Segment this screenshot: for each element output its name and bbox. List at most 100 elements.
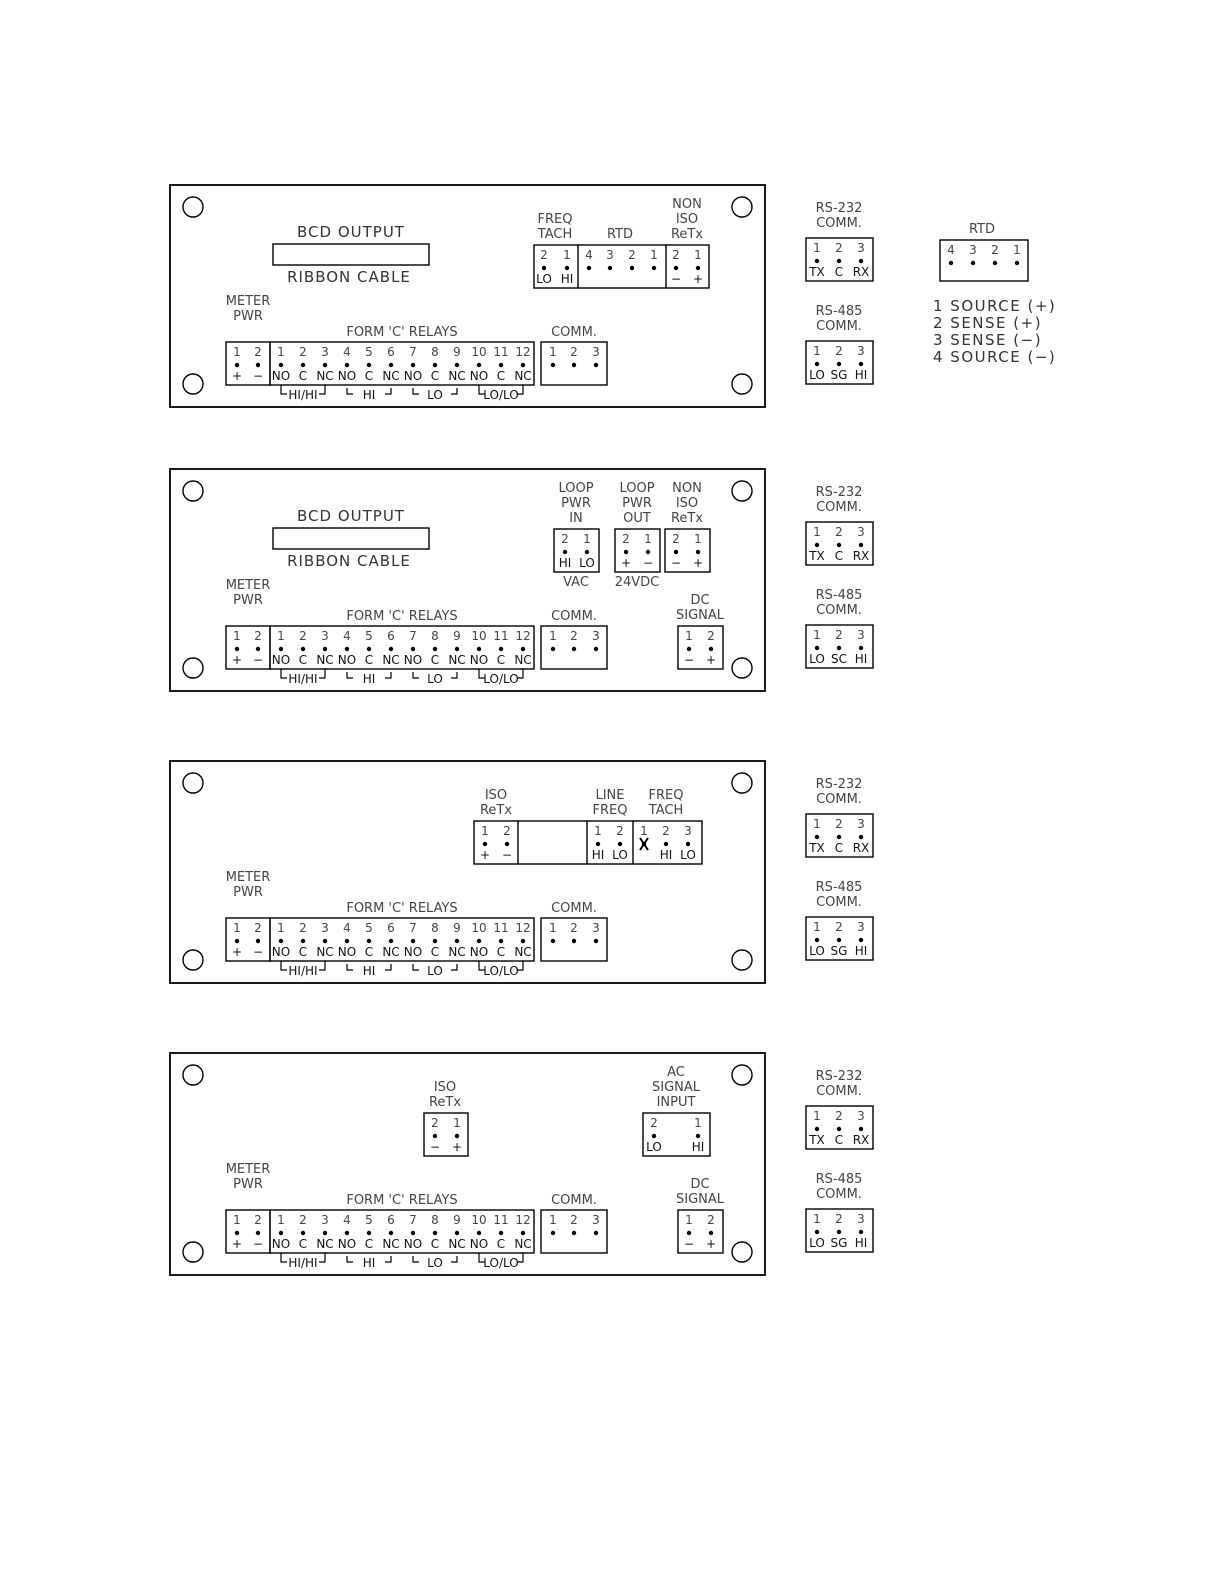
terminal-signal: C bbox=[365, 1237, 373, 1251]
terminal-number: 3 bbox=[321, 629, 329, 643]
relay-group-label: HI/HI bbox=[288, 388, 317, 402]
terminal-signal: HI bbox=[660, 848, 673, 862]
terminal-signal: C bbox=[497, 1237, 505, 1251]
ac-signal-input-connector bbox=[642, 1112, 711, 1157]
terminal-number: 2 bbox=[835, 817, 843, 831]
terminal-number: 2 bbox=[707, 1213, 715, 1227]
terminal-dot bbox=[814, 542, 820, 548]
iso-retx-title: ReTx bbox=[480, 803, 512, 818]
terminal-signal: + bbox=[706, 653, 716, 667]
rtd-legend-connector bbox=[939, 239, 1029, 282]
rs232-connector bbox=[805, 521, 874, 566]
terminal-dot bbox=[550, 646, 556, 652]
terminal-signal: C bbox=[431, 1237, 439, 1251]
terminal-signal: LO bbox=[680, 848, 696, 862]
ribbon-cable-label: RIBBON CABLE bbox=[287, 268, 411, 286]
terminal-number: 1 bbox=[813, 628, 821, 642]
terminal-dot bbox=[695, 1133, 701, 1139]
terminal-signal: SG bbox=[831, 368, 848, 382]
terminal-signal: C bbox=[835, 841, 843, 855]
terminal-signal: − bbox=[430, 1140, 440, 1154]
terminal-number: 1 bbox=[453, 1116, 461, 1130]
terminal-signal: C bbox=[299, 653, 307, 667]
terminal-number: 8 bbox=[431, 921, 439, 935]
terminal-dot bbox=[300, 1230, 306, 1236]
terminal-signal: + bbox=[693, 556, 703, 570]
rs485-title: RS-485 bbox=[816, 588, 863, 603]
terminal-signal: NO bbox=[404, 945, 422, 959]
terminal-number: 3 bbox=[606, 248, 614, 262]
terminal-number: 4 bbox=[585, 248, 593, 262]
terminal-dot bbox=[836, 645, 842, 651]
terminal-dot bbox=[520, 1230, 526, 1236]
meter-pwr-title: PWR bbox=[233, 593, 263, 608]
terminal-number: 1 bbox=[549, 921, 557, 935]
terminal-number: 2 bbox=[835, 920, 843, 934]
loop-pwr-in-connector bbox=[553, 528, 600, 573]
rs232-title: COMM. bbox=[816, 792, 862, 807]
terminal-dot bbox=[686, 646, 692, 652]
terminal-number: 1 bbox=[685, 629, 693, 643]
terminal-number: 1 bbox=[813, 1109, 821, 1123]
terminal-number: 3 bbox=[857, 1212, 865, 1226]
terminal-dot bbox=[388, 938, 394, 944]
terminal-signal: TX bbox=[808, 549, 825, 563]
signal-input-connector bbox=[473, 820, 703, 865]
terminal-number: 2 bbox=[299, 629, 307, 643]
terminal-dot bbox=[814, 1126, 820, 1132]
terminal-dot bbox=[454, 646, 460, 652]
terminal-number: 3 bbox=[857, 1109, 865, 1123]
terminal-dot bbox=[645, 549, 651, 555]
terminal-signal: + bbox=[232, 653, 242, 667]
terminal-number: 5 bbox=[365, 1213, 373, 1227]
iso-retx-title: ISO bbox=[434, 1080, 456, 1095]
terminal-number: 2 bbox=[299, 1213, 307, 1227]
terminal-dot bbox=[814, 1229, 820, 1235]
terminal-dot bbox=[550, 938, 556, 944]
rtd-legend-title: RTD bbox=[969, 222, 995, 237]
freq-tach-title: TACH bbox=[648, 803, 683, 818]
iso-retx-title: ISO bbox=[485, 788, 507, 803]
terminal-signal: NO bbox=[272, 1237, 290, 1251]
terminal-signal: C bbox=[431, 945, 439, 959]
terminal-dot bbox=[673, 549, 679, 555]
terminal-dot bbox=[432, 362, 438, 368]
terminal-number: 2 bbox=[431, 1116, 439, 1130]
terminal-number: 3 bbox=[857, 241, 865, 255]
terminal-signal: NC bbox=[514, 1237, 531, 1251]
terminal-number: 1 bbox=[233, 921, 241, 935]
rtd-legend-item: 4 SOURCE (−) bbox=[933, 348, 1056, 366]
dc-signal-title: SIGNAL bbox=[676, 608, 725, 623]
terminal-dot bbox=[366, 646, 372, 652]
relay-group-bracket bbox=[346, 388, 392, 395]
iso-retx-connector bbox=[423, 1112, 469, 1157]
terminal-signal: − bbox=[253, 369, 263, 383]
terminal-number: 1 bbox=[694, 1116, 702, 1130]
relays-title: FORM 'C' RELAYS bbox=[346, 901, 457, 916]
terminal-signal: SG bbox=[831, 1236, 848, 1250]
terminal-number: 1 bbox=[813, 920, 821, 934]
terminal-signal: − bbox=[671, 556, 681, 570]
meter-pwr-title: PWR bbox=[233, 885, 263, 900]
terminal-dot bbox=[410, 1230, 416, 1236]
terminal-dot bbox=[388, 1230, 394, 1236]
terminal-signal: NC bbox=[448, 945, 465, 959]
terminal-signal: C bbox=[365, 945, 373, 959]
terminal-dot bbox=[858, 1229, 864, 1235]
terminal-dot bbox=[454, 1133, 460, 1139]
terminal-dot bbox=[586, 265, 592, 271]
terminal-dot bbox=[695, 265, 701, 271]
mounting-hole bbox=[182, 196, 204, 218]
terminal-signal: TX bbox=[808, 841, 825, 855]
relay-group-bracket bbox=[478, 669, 524, 679]
relay-group-bracket bbox=[478, 1253, 524, 1263]
terminal-number: 8 bbox=[431, 629, 439, 643]
terminal-number: 3 bbox=[969, 243, 977, 257]
mounting-hole bbox=[182, 373, 204, 395]
bcd-output-label: BCD OUTPUT bbox=[297, 507, 405, 525]
relay-group-label: LO bbox=[427, 964, 443, 978]
terminal-dot bbox=[836, 258, 842, 264]
terminal-signal: NO bbox=[470, 369, 488, 383]
